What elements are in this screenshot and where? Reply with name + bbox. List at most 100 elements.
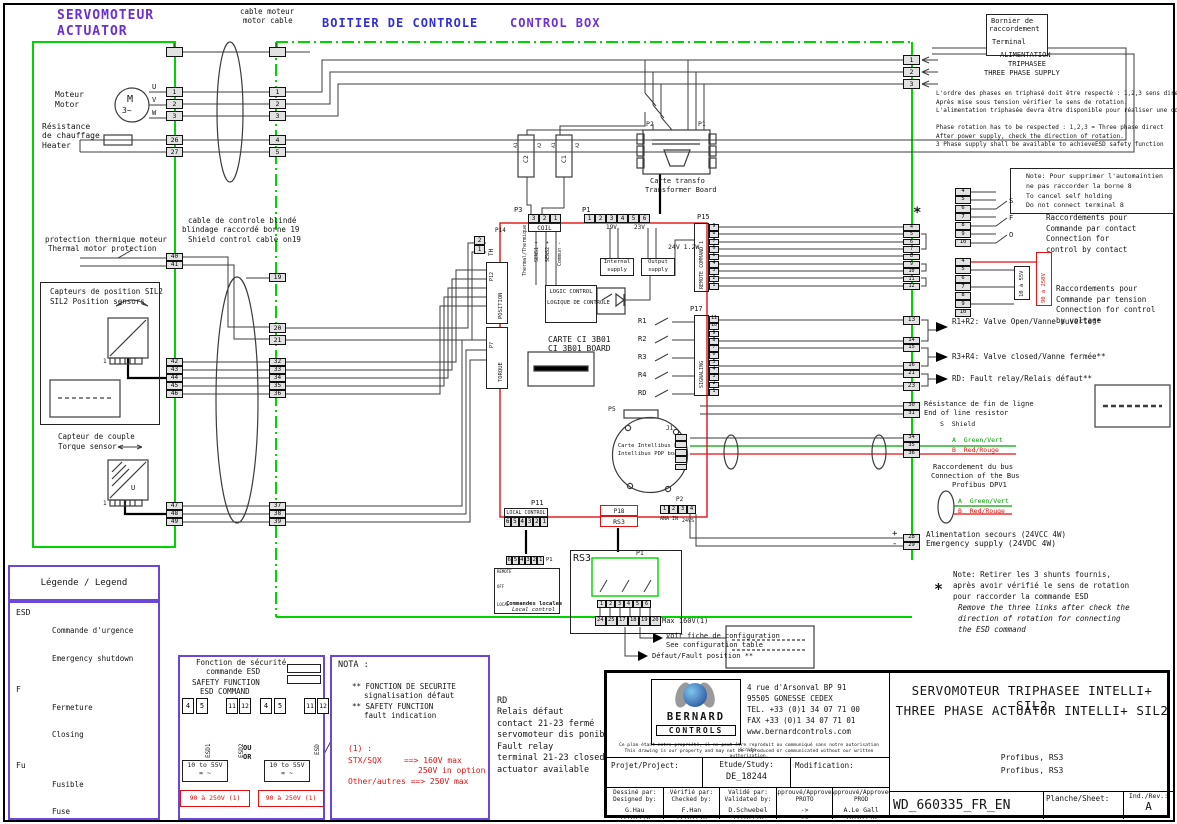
terminal-block-l3: Terminal [992,38,1026,46]
sign-role-en: Designed by: [613,796,657,803]
sheet-label: Planche/Sheet: [1043,792,1123,819]
legend-key: ESD [16,608,31,617]
drawing-border [3,3,1175,822]
sign-role-en: Validated by: [724,796,772,803]
sign-name: A.Le Gall [843,806,879,814]
alim-l2: TRIPHASEE [1008,60,1046,68]
nota-b2b: fault indication [364,711,437,720]
c1-a2: A2 [576,142,581,148]
legend-en: Emergency shutdown [52,653,134,663]
legend-en: Fuse [52,806,71,816]
p2b-label: P2 [676,496,684,503]
legend-item: F Fermeture Closing [16,685,138,758]
fault-position-label: Défaut/Fault position ** [652,652,754,660]
actuator-title-en: ACTUATOR [57,24,128,39]
output-supply: Output supply [641,258,675,276]
legend-item: ESD Commande d'urgence Emergency shutdow… [16,608,138,681]
p17-label: P17 [690,305,703,313]
nota-title: NOTA : [338,660,369,670]
p18-label-box: P18 [600,505,638,516]
sensor-wiring [80,242,486,523]
sig-commun: Commun - [557,241,563,266]
p3-coil: COIL [528,223,561,232]
p3-label: P3 [514,206,523,214]
rev-label: Ind./Rev.: [1128,792,1169,800]
torque-l1: Capteur de couple [58,432,135,441]
relay-label: R1 [638,317,647,325]
nota-r2: STX/SQX [348,756,382,765]
safety-90-250-box-2: 90 à 250V (1) [258,790,324,807]
thermal-l2: Thermal motor protection [48,244,157,253]
transfo-label-en: Transformer Board [645,186,717,194]
local-label-en: Local control [512,607,556,613]
rs3-board-outline [570,550,682,634]
safety-small-box-1 [287,664,321,673]
c2-a2: A2 [538,142,543,148]
alim-l3: THREE PHASE SUPPLY [984,69,1060,77]
max-160v: Max 160V(1) [662,617,709,625]
p7-label: P7 [489,341,495,348]
safety-term-5b: 5 [274,698,286,714]
board-wiring [535,223,903,657]
contactor-c1-icon [555,134,573,178]
bus-green-wires [690,445,1016,507]
sign-date: 12/07/18 [619,814,651,819]
sign-role-fr: Approuvé/Approved [775,789,833,796]
safety-t4: ESD COMMAND [200,687,250,696]
sign-role-fr: Validé par: [728,789,768,796]
legend-en: Closing [52,730,84,740]
p14-label: P14 [495,227,506,234]
legend-box [8,601,160,820]
p12-connector [486,262,508,324]
nota-box [330,655,490,820]
arrow-icons [638,322,948,661]
tb-divider [889,673,890,815]
safety-term-4a: 4 [182,698,194,714]
heater-l2: de chauffage [42,131,100,140]
nota-b2: ** SAFETY FUNCTION [352,702,434,711]
transfo-label-fr: Carte transfo [650,177,705,185]
control-box-title-en: CONTROL BOX [510,16,601,30]
p15-remote-command: REMOTE COMMAND 1 [699,240,705,289]
study-label: Etude/Study: [719,760,774,769]
torque-u: U [131,484,136,492]
doc-number: WD_660335_FR_EN [893,798,1011,813]
local-label-fr: Commandes locales [506,601,563,607]
config-table-box [725,625,815,669]
supply-minus: - [892,539,898,549]
rd-label: RD: Fault relay/Relais défaut** [952,374,1092,383]
p7-connector [486,327,508,389]
r1r2-label: R1+R2: Valve Open/Vanne ouverte** [952,317,1102,326]
safety-t1: Fonction de sécurité [196,658,287,667]
legend-fr: Commande d'urgence [52,626,134,636]
p12-label: P12 [489,271,495,281]
relay-label: R3 [638,353,647,361]
logic-label-fr: LOGIQUE DE CONTROLE [547,300,610,306]
safety-10-55-l1: 10 to 55V [187,761,223,769]
signature-cell: Vérifié par: Checked by: F.Han 12/07/18 [662,788,720,819]
sig-sens2: SENS2 + [545,240,551,262]
right-wiring [690,56,1014,439]
eol-label-en: End of line resistor [924,409,1009,417]
bus-grommet-3 [937,490,955,524]
nota-r4: Other/autres ==> 250V max [348,777,469,786]
knob-off: OFF [497,584,505,589]
motor-3ph: 3~ [122,106,132,115]
logo-bernard: BERNARD [666,711,726,723]
eol-label-fr: Résistance de fin de ligne [924,400,1034,408]
safety-esd1: ESD1 [205,743,212,758]
